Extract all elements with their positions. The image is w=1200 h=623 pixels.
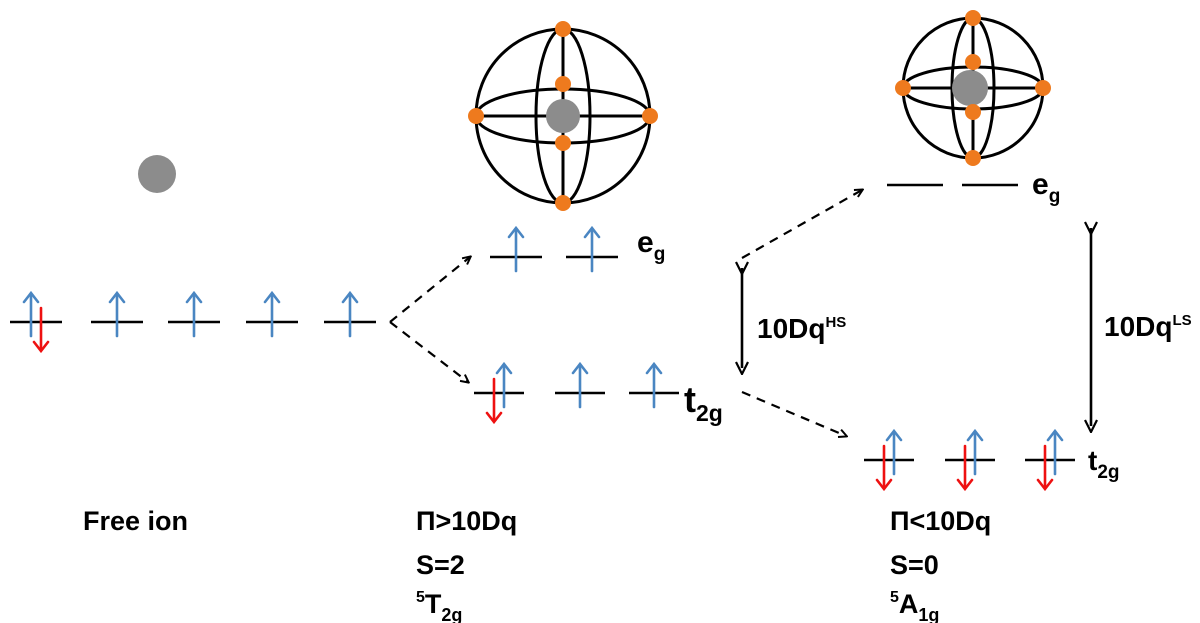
ls-condition: Π<10Dq [890,506,991,536]
hs-t2g-orbital-1 [474,361,524,425]
hs-term-symbol: 5T2g [416,589,462,623]
spin-down-arrow [1036,444,1054,492]
ls-t2g-orbital-1 [864,428,914,492]
octahedral-complex-hs [468,21,658,211]
free-ion-orbital-4 [246,290,298,338]
free-ion-orbital-1 [10,290,62,354]
ls-t2g-orbital-2 [945,428,995,492]
spin-down-arrow [875,444,893,492]
spin-up-arrow [507,225,525,273]
spin-up-arrow [22,290,40,338]
hs-eg-orbital-1 [490,225,542,273]
spin-up-arrow [341,290,359,338]
free-ion-orbital-3 [168,290,220,338]
hs-spin: S=2 [416,550,465,580]
hs-eg-orbital-2 [566,225,618,273]
spin-up-arrow [885,428,903,476]
splitting-arrows [389,190,862,436]
hs-condition: Π>10Dq [416,506,517,536]
free-ion-caption: Free ion [83,506,188,536]
spin-up-arrow [263,290,281,338]
spin-up-arrow [108,290,126,338]
octahedral-complex-ls [895,10,1051,166]
orbital-levels [10,183,1075,492]
spin-up-arrow [571,361,589,409]
ls-term-symbol: 5A1g [890,589,939,623]
spin-up-arrow [645,361,663,409]
spin-up-arrow [185,290,203,338]
hs-t2g-orbital-3 [629,361,679,409]
ls-spin: S=0 [890,550,939,580]
spin-down-arrow [32,306,50,354]
gap-arrows [742,228,1091,426]
ls-gap-label: 10DqLS [1104,311,1192,342]
free-ion-orbital-5 [324,290,376,338]
spin-down-arrow [956,444,974,492]
ls-t2g-orbital-3 [1025,428,1075,492]
hs-t2g-orbital-2 [555,361,605,409]
hs-t2g-label: t2g [684,379,723,426]
spin-up-arrow [495,361,513,409]
spin-down-arrow [485,377,503,425]
free-ion-sphere [138,155,176,193]
spin-up-arrow [1046,428,1064,476]
hs-eg-label: eg [637,226,665,265]
ls-t2g-label: t2g [1088,445,1120,483]
hs-gap-label: 10DqHS [757,313,846,344]
spin-up-arrow [966,428,984,476]
free-ion-orbital-2 [91,290,143,338]
ls-eg-label: eg [1032,168,1060,207]
spin-up-arrow [583,225,601,273]
